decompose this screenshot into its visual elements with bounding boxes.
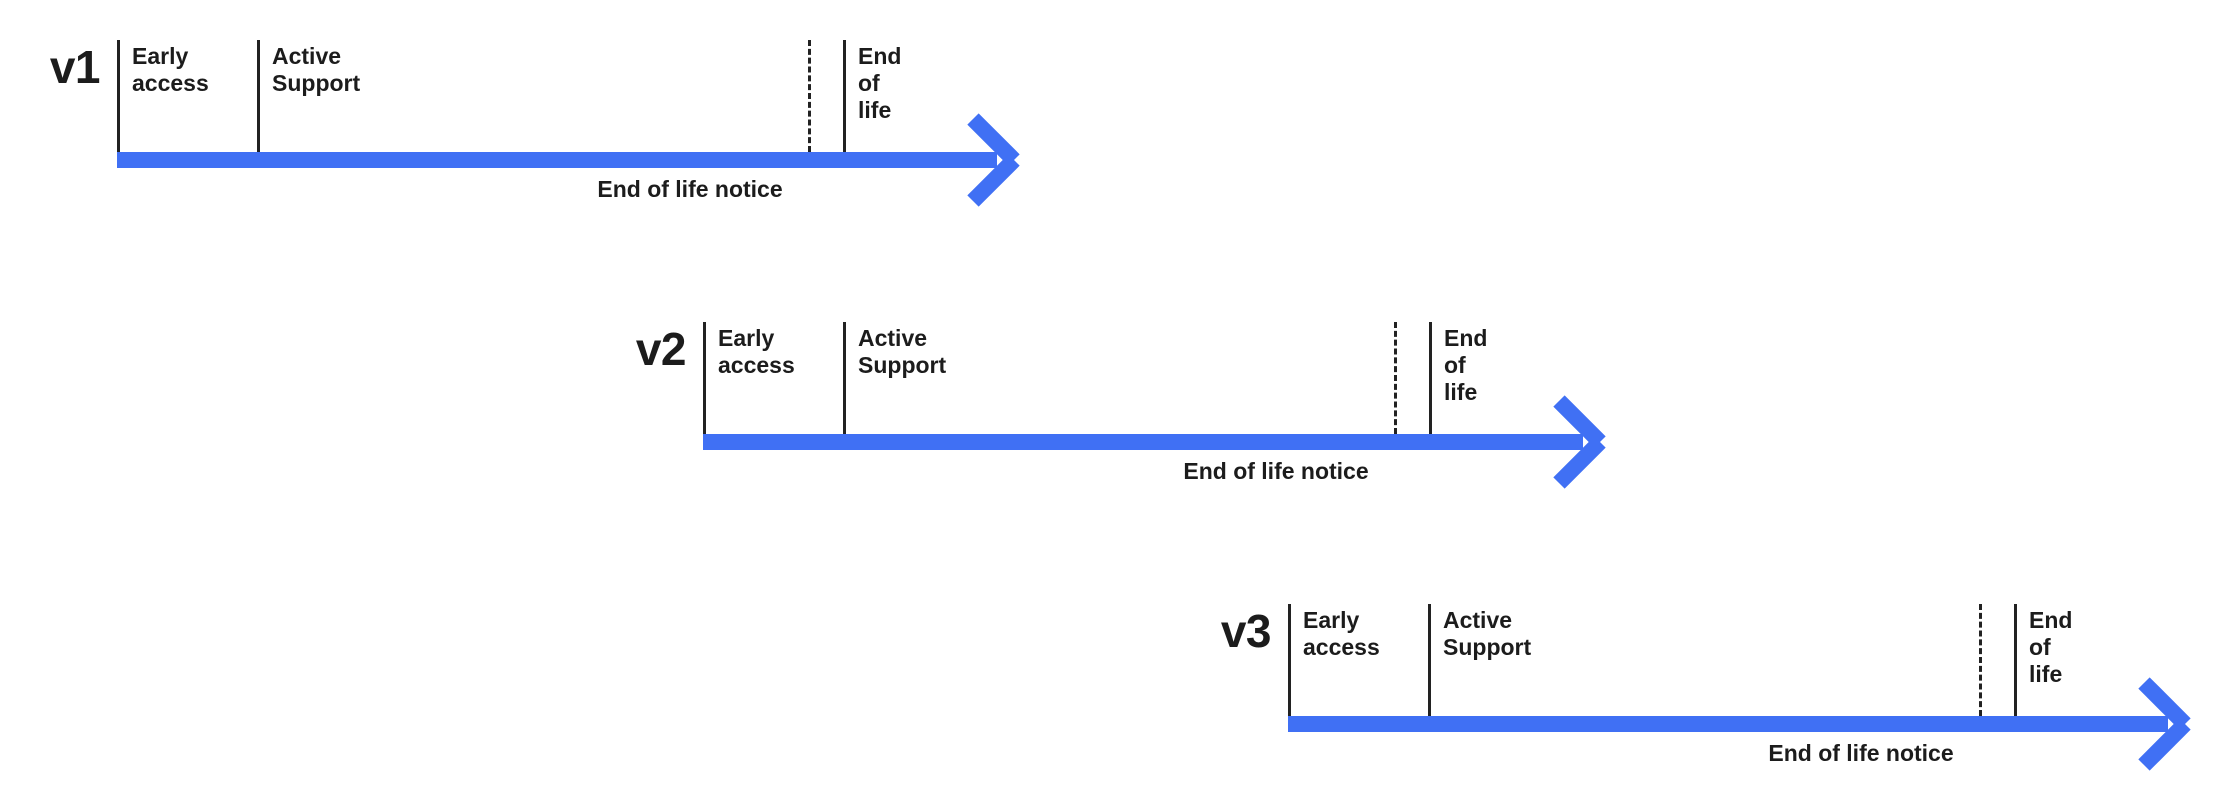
phase-label: Active Support xyxy=(272,43,361,96)
phase-label: End of life xyxy=(858,43,902,123)
phase-boundary-line xyxy=(703,322,706,434)
end-of-life-notice-label: End of life notice xyxy=(1768,740,1954,766)
phase-label: End of life xyxy=(2029,607,2073,687)
timeline-shaft xyxy=(117,152,997,168)
end-of-life-notice-marker xyxy=(1394,322,1397,434)
phase-boundary-line xyxy=(843,40,846,152)
phase-boundary-line xyxy=(1288,604,1291,716)
phase-label: Early access xyxy=(132,43,209,96)
phase-boundary-line xyxy=(2014,604,2017,716)
end-of-life-notice-label: End of life notice xyxy=(1183,458,1369,484)
end-of-life-notice-marker xyxy=(1979,604,1982,716)
phase-boundary-line xyxy=(1428,604,1431,716)
phase-label: Early access xyxy=(1303,607,1380,660)
version-label: v3 xyxy=(1220,605,1272,657)
version-label: v1 xyxy=(49,41,101,93)
phase-boundary-line xyxy=(843,322,846,434)
phase-label: End of life xyxy=(1444,325,1488,405)
phase-label: Active Support xyxy=(1443,607,1532,660)
phase-boundary-line xyxy=(117,40,120,152)
phase-boundary-line xyxy=(1429,322,1432,434)
phase-label: Early access xyxy=(718,325,795,378)
phase-label: Active Support xyxy=(858,325,947,378)
version-label: v2 xyxy=(635,323,687,375)
timeline-shaft xyxy=(703,434,1583,450)
phase-boundary-line xyxy=(257,40,260,152)
end-of-life-notice-label: End of life notice xyxy=(597,176,783,202)
timeline-shaft xyxy=(1288,716,2168,732)
end-of-life-notice-marker xyxy=(808,40,811,152)
